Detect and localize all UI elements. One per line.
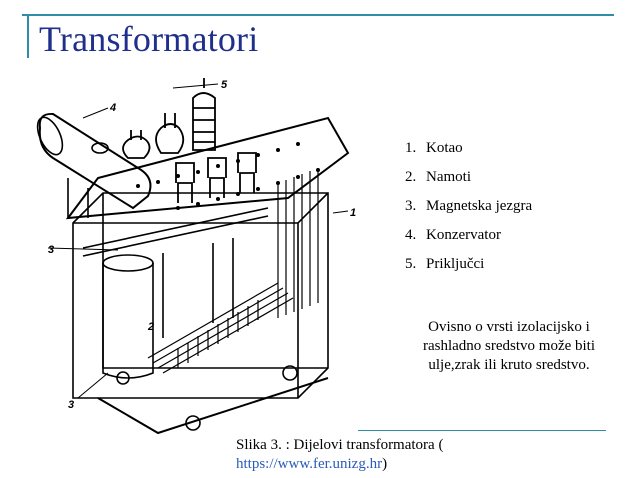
list-item: 2.Namoti <box>405 169 471 185</box>
list-item: 3.Magnetska jezgra <box>405 198 533 214</box>
caption-end: ) <box>382 456 388 472</box>
source-link[interactable]: https://www.fer.unizg.hr <box>236 456 383 472</box>
top-rule <box>22 14 614 16</box>
transformer-drawing: 1 2 3 4 5 3 <box>36 78 356 435</box>
list-item: 1.Kotao <box>405 140 463 156</box>
caption-text: Slika 3. : Dijelovi transformatora ( <box>236 437 444 453</box>
side-rule <box>27 14 29 58</box>
figure-label-1: 1 <box>350 207 356 219</box>
parts-list: 1.Kotao 2.Namoti 3.Magnetska jezgra 4.Ko… <box>405 140 532 285</box>
figure-label-2: 2 <box>147 321 154 333</box>
slide-title: Transformatori <box>39 19 259 59</box>
list-item: 5.Priključci <box>405 256 485 272</box>
bottom-rule <box>358 430 606 431</box>
figure-label-3b: 3 <box>68 399 74 411</box>
figure-caption: Slika 3. : Dijelovi transformatora ( htt… <box>236 436 443 474</box>
figure-label-5: 5 <box>221 79 228 91</box>
list-item: 4.Konzervator <box>405 227 501 243</box>
figure-label-4: 4 <box>109 102 116 114</box>
insulation-note: Ovisno o vrsti izolacijsko i rashladno s… <box>422 319 596 373</box>
figure-label-3: 3 <box>48 244 54 256</box>
